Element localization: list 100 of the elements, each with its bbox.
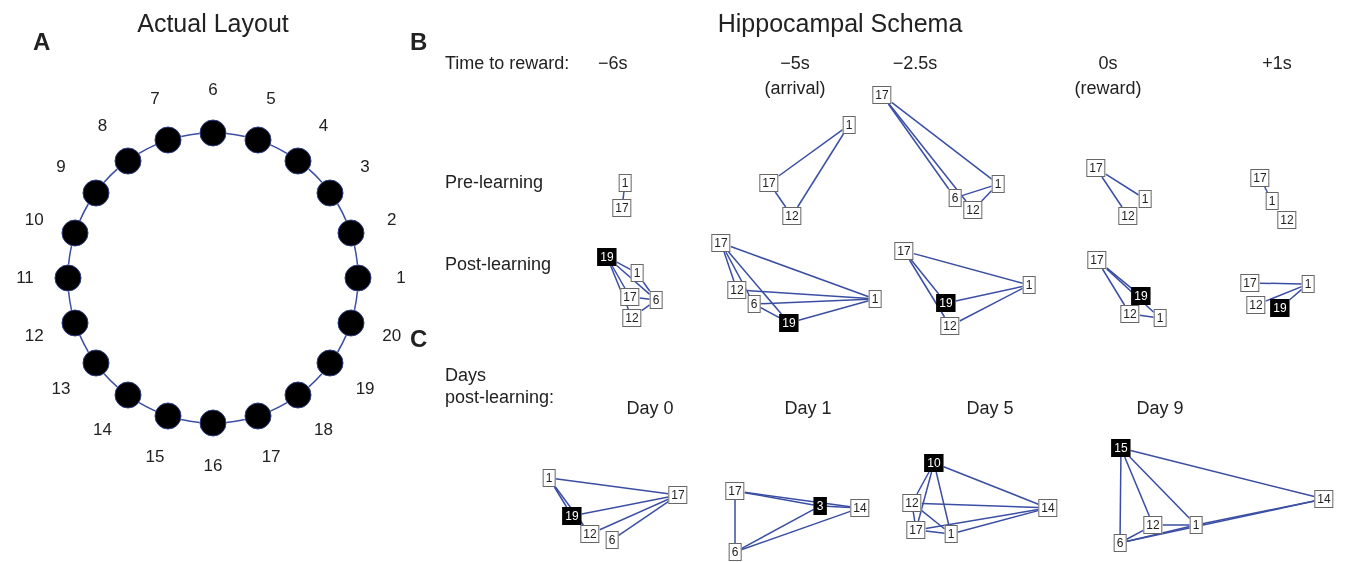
panel-letter: C bbox=[410, 325, 428, 354]
connector-line bbox=[308, 168, 323, 183]
axis-label: −6s bbox=[598, 53, 628, 75]
position-number: 9 bbox=[56, 157, 66, 178]
position-number: 13 bbox=[51, 378, 71, 399]
connector-line bbox=[225, 132, 246, 138]
highlighted-cell-label: 19 bbox=[597, 248, 617, 266]
cell-label: 6 bbox=[948, 189, 962, 207]
connector-line bbox=[920, 509, 946, 530]
connector-line bbox=[759, 298, 870, 305]
panel-letter: A bbox=[33, 28, 51, 57]
connector-line bbox=[138, 401, 157, 412]
cell-label: 1 bbox=[630, 264, 644, 282]
circle-node bbox=[337, 309, 365, 337]
cell-label: 17 bbox=[906, 521, 926, 539]
cell-label: 1 bbox=[1265, 192, 1279, 210]
connector-line bbox=[740, 508, 815, 550]
connector-line bbox=[553, 486, 568, 508]
highlighted-cell-label: 19 bbox=[936, 294, 956, 312]
cell-label: 1 bbox=[542, 469, 556, 487]
cell-label: 17 bbox=[1240, 274, 1260, 292]
circle-node bbox=[199, 409, 227, 437]
circle-node bbox=[54, 264, 82, 292]
axis-label: Post-learning bbox=[445, 254, 552, 276]
axis-label: −2.5s bbox=[892, 53, 938, 75]
connector-line bbox=[353, 290, 359, 311]
connector-line bbox=[729, 245, 870, 298]
circle-node bbox=[284, 381, 312, 409]
cell-label: 12 bbox=[902, 494, 922, 512]
connector-line bbox=[725, 251, 750, 296]
position-number: 10 bbox=[24, 209, 44, 230]
circle-node bbox=[114, 147, 142, 175]
cell-label: 12 bbox=[1118, 207, 1138, 225]
cell-label: 17 bbox=[620, 288, 640, 306]
cell-label: 6 bbox=[747, 295, 761, 313]
axis-label: +1s bbox=[1262, 53, 1292, 75]
circle-node bbox=[82, 349, 110, 377]
position-number: 15 bbox=[145, 446, 165, 467]
connector-line bbox=[225, 418, 246, 424]
connector-line bbox=[917, 471, 933, 522]
connector-line bbox=[638, 297, 651, 301]
cell-label: 12 bbox=[1143, 516, 1163, 534]
axis-label: Day 9 bbox=[1136, 398, 1184, 420]
connector-line bbox=[887, 103, 950, 190]
connector-line bbox=[908, 259, 946, 318]
circle-node bbox=[82, 179, 110, 207]
circle-node bbox=[316, 349, 344, 377]
position-number: 1 bbox=[396, 268, 406, 288]
cell-label: 17 bbox=[725, 482, 745, 500]
connector-line bbox=[960, 185, 993, 197]
connector-line bbox=[910, 259, 940, 295]
connector-line bbox=[617, 500, 670, 537]
connector-line bbox=[1105, 268, 1155, 313]
connector-line bbox=[916, 471, 930, 495]
cell-label: 14 bbox=[1314, 490, 1334, 508]
connector-line bbox=[1125, 529, 1145, 541]
connector-line bbox=[727, 251, 783, 315]
connector-line bbox=[1288, 288, 1303, 301]
cell-label: 1 bbox=[1301, 275, 1315, 293]
circle-node bbox=[244, 126, 272, 154]
connector-line bbox=[743, 491, 852, 508]
cell-label: 17 bbox=[1087, 251, 1107, 269]
connector-line bbox=[1264, 285, 1303, 302]
connector-line bbox=[1138, 314, 1155, 318]
connector-line bbox=[1129, 449, 1316, 498]
connector-line bbox=[723, 251, 735, 282]
connector-line bbox=[103, 168, 118, 183]
position-number: 20 bbox=[382, 326, 402, 347]
position-number: 2 bbox=[387, 209, 397, 230]
connector-line bbox=[180, 418, 201, 424]
connector-line bbox=[1161, 524, 1191, 526]
connector-line bbox=[308, 373, 323, 388]
axis-label: Day 5 bbox=[966, 398, 1014, 420]
connector-line bbox=[1201, 500, 1316, 525]
connector-line bbox=[935, 471, 950, 526]
circle-node bbox=[316, 179, 344, 207]
axis-label: 0s bbox=[1098, 53, 1118, 75]
connector-line bbox=[598, 498, 670, 531]
connector-line bbox=[740, 510, 852, 551]
circle-node bbox=[114, 381, 142, 409]
connector-line bbox=[920, 502, 1040, 509]
connector-line bbox=[796, 133, 845, 208]
position-number: 6 bbox=[208, 80, 218, 100]
highlighted-cell-label: 19 bbox=[562, 507, 582, 525]
position-number: 5 bbox=[266, 89, 276, 110]
cell-label: 6 bbox=[1113, 534, 1127, 552]
highlighted-cell-label: 19 bbox=[1270, 299, 1290, 317]
connector-line bbox=[269, 401, 288, 412]
axis-label: Time to reward: bbox=[445, 53, 570, 75]
circle-node bbox=[154, 126, 182, 154]
highlighted-cell-label: 3 bbox=[813, 497, 827, 515]
position-number: 12 bbox=[24, 326, 44, 347]
position-number: 7 bbox=[150, 89, 160, 110]
highlighted-cell-label: 15 bbox=[1111, 439, 1131, 457]
position-number: 11 bbox=[16, 268, 34, 288]
circle-node bbox=[344, 264, 372, 292]
cell-label: 17 bbox=[894, 242, 914, 260]
connector-line bbox=[1125, 525, 1191, 543]
cell-label: 1 bbox=[842, 116, 856, 134]
connector-line bbox=[1105, 267, 1133, 289]
